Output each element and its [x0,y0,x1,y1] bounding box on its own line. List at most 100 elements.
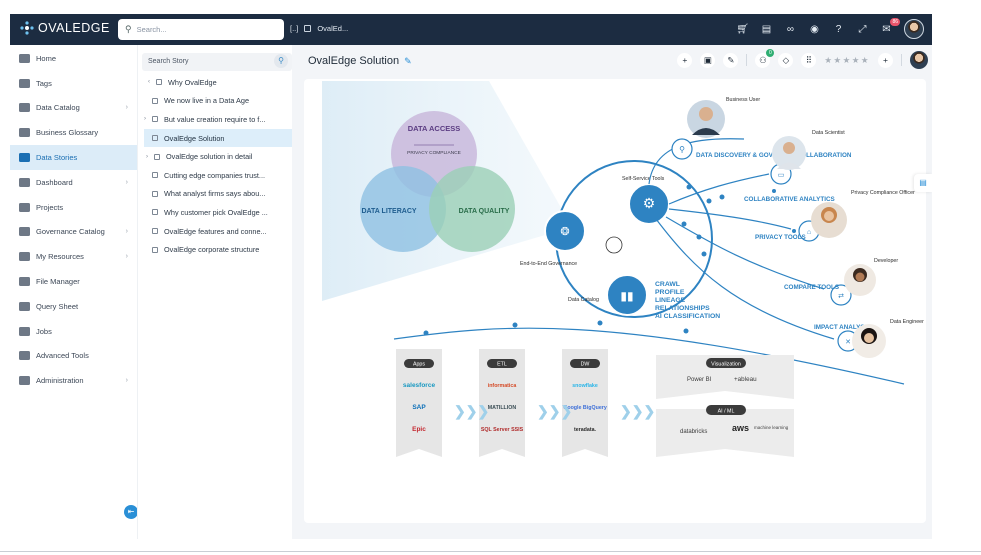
sidebar-item-home[interactable]: Home [10,46,137,71]
edit-icon[interactable]: ✎ [723,52,739,68]
story-page-icon [154,153,160,160]
story-tree-label: We now live in a Data Age [164,96,250,106]
edit-title-icon[interactable]: ✎ [404,55,412,66]
story-tree-item[interactable]: Cutting edge companies trust... [144,166,294,185]
pipeline-item: SQL Server SSIS [481,427,524,433]
save-icon[interactable]: ▣ [700,52,716,68]
sidebar-item-jobs[interactable]: Jobs [10,319,137,344]
ovaledge-logo[interactable]: OVALEDGE [20,21,110,35]
chevron-right-icon: › [125,104,128,112]
sidebar-item-advanced-tools[interactable]: Advanced Tools [10,344,137,369]
pipeline-item: snowflake [572,383,598,389]
sidebar-item-my-resources[interactable]: My Resources› [10,244,137,269]
help-icon[interactable]: ? [835,23,842,35]
story-page-icon [152,190,158,197]
sidebar-item-label: Query Sheet [36,301,79,311]
collapse-sidebar-button[interactable]: ⇤ [124,505,138,519]
story-tree-item[interactable]: OvalEdge features and conne... [144,222,294,241]
bottom-divider [0,551,981,552]
pipeline-header: DW [581,362,590,368]
glossary-icon [19,128,30,138]
add-rating-icon[interactable]: + [878,52,893,68]
pipeline-item: salesforce [403,382,436,389]
catalog-icon [19,103,30,113]
pipeline-header: ETL [497,362,507,368]
venn-quality-label: DATA QUALITY [459,208,510,215]
logo-text: OVALEDGE [38,21,110,35]
story-tree-item[interactable]: What analyst firms says abou... [144,185,294,204]
cart-icon[interactable]: 🛒︎ [736,23,749,35]
venn-literacy-label: DATA LITERACY [361,208,416,215]
sidebar-item-projects[interactable]: Projects [10,195,137,220]
expand-toggle-icon[interactable]: › [146,153,148,160]
grid-icon[interactable]: ⠿ [801,52,817,68]
end-to-end-hub [544,210,586,252]
link-icon[interactable]: ∞ [786,23,795,35]
story-tree-label: But value creation require to f... [164,114,266,124]
story-tree-item[interactable]: ‹ Why OvalEdge [144,73,294,92]
venn-access-subtitle: PRIVACY COMPLIANCE [407,150,461,156]
story-tree-item[interactable]: › But value creation require to f... [144,110,294,129]
clipboard-icon[interactable]: ▤ [761,23,772,35]
solution-diagram: DATA ACCESS PRIVACY COMPLIANCE DATA LITE… [322,81,924,457]
page-title: OvalEdge Solution ✎ [308,55,412,67]
capability-analytics: COLLABORATIVE ANALYTICS [744,196,835,203]
svg-text:❯❯❯: ❯❯❯ [454,403,489,420]
pipeline-item: teradata. [574,427,597,433]
sidebar-item-label: Tags [36,78,52,88]
venn-literacy-circle [360,166,446,252]
sidebar-item-data-stories[interactable]: Data Stories [10,145,137,170]
search-icon[interactable]: ⚲ [274,54,288,68]
book-icon: ▮▮ [620,289,633,303]
story-page-icon [152,172,158,179]
sidebar-item-administration[interactable]: Administration› [10,368,137,393]
story-search-input[interactable]: Search Story ⚲ [142,53,292,71]
tag-icon[interactable]: ◇ [778,52,794,68]
pipeline-header: Apps [413,362,425,368]
user-avatar[interactable] [904,19,924,39]
sidebar-item-query-sheet[interactable]: Query Sheet [10,294,137,319]
viz-power-bi: Power BI [687,377,712,383]
home-icon [19,53,30,63]
story-tree: ‹ Why OvalEdge We now live in a Data Age › B… [144,73,294,259]
mail-icon[interactable]: ✉ 86 [882,17,900,35]
story-tree-item[interactable]: ›OvalEdge solution in detail [144,147,294,166]
global-search-input[interactable]: ⚲ Search... [118,19,284,40]
story-tree-item[interactable]: OvalEdge corporate structure [144,240,294,259]
sidebar-item-file-manager[interactable]: File Manager [10,269,137,294]
sidebar-item-label: Advanced Tools [36,351,89,361]
add-icon[interactable]: + [677,52,693,68]
sidebar-item-label: My Resources [36,252,84,262]
rating-stars[interactable]: ★★★★★ [824,54,870,65]
expand-icon[interactable]: ⤢ [858,23,867,35]
tag-icon [19,78,30,88]
expand-toggle-icon[interactable]: ‹ [148,79,150,86]
svg-text:⇄: ⇄ [838,293,844,300]
sidebar-item-tags[interactable]: Tags [10,71,137,96]
owner-avatar[interactable] [910,51,928,69]
story-tree-item[interactable]: OvalEdge Solution [144,128,294,148]
side-panel-toggle[interactable]: ▤ [914,174,932,192]
sidebar-item-governance-catalog[interactable]: Governance Catalog› [10,220,137,245]
sidebar-item-data-catalog[interactable]: Data Catalog› [10,96,137,121]
shield-icon[interactable]: ◉ [810,23,819,35]
pipeline-banner [479,349,525,457]
story-tree-item[interactable]: We now live in a Data Age [144,92,294,111]
divider [746,54,748,66]
end-to-end-label: End-to-End Governance [520,261,577,267]
collaborators-icon[interactable]: ⚇0 [755,48,775,68]
venn-quality-circle [429,166,515,252]
story-page-icon [152,116,158,123]
feature-relationships: RELATIONSHIPS [655,305,710,312]
sidebar-item-business-glossary[interactable]: Business Glossary [10,120,137,145]
sidebar-item-label: Jobs [36,326,52,336]
sidebar-item-dashboard[interactable]: Dashboard› [10,170,137,195]
svg-text:⌂: ⌂ [807,229,811,236]
story-tree-item[interactable]: Why customer pick OvalEdge ... [144,203,294,222]
sidebar-item-label: File Manager [36,277,80,287]
sidebar-item-label: Dashboard [36,177,73,187]
expand-toggle-icon[interactable]: › [144,116,146,123]
breadcrumb[interactable]: [..] OvalEd... [290,24,348,33]
story-tree-label: Why OvalEdge [168,77,217,87]
